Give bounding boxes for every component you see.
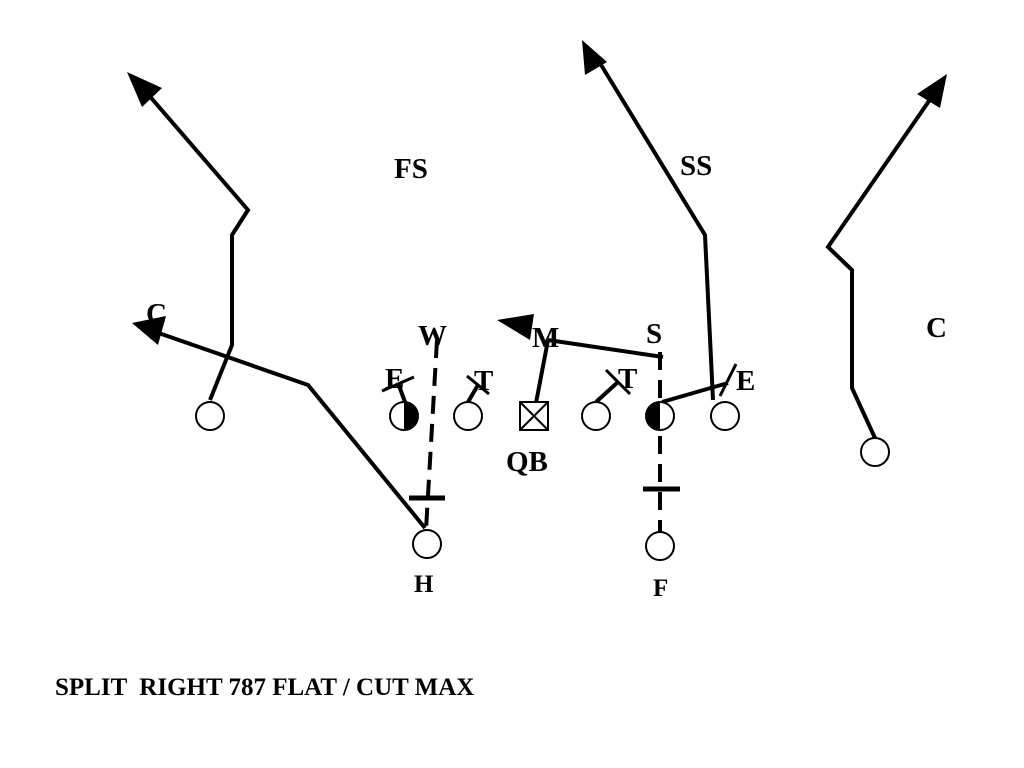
quarterback-throw-line <box>547 338 664 359</box>
right-guard-fill <box>646 402 660 430</box>
right-tackle-label: T <box>618 363 637 395</box>
fullback-player <box>645 531 675 561</box>
tight-end-block-bar <box>718 363 738 397</box>
slot-route-arrowhead <box>582 40 607 75</box>
right-tackle-player <box>581 401 611 431</box>
left-guard-fill <box>404 402 418 430</box>
slot-receiver-player <box>710 401 740 431</box>
left-wideout-post-route <box>138 83 251 401</box>
halfback-dashed-read <box>424 339 439 531</box>
left-tackle-label: T <box>474 365 493 397</box>
will-linebacker-label: W <box>418 320 447 352</box>
halfback-player <box>412 529 442 559</box>
right-wideout-player <box>860 437 890 467</box>
left-end-block <box>396 382 407 403</box>
right-end-label: E <box>736 365 755 397</box>
slot-seam-route <box>593 53 715 401</box>
fullback-label: F <box>653 575 668 602</box>
quarterback-label: QB <box>506 446 548 478</box>
sam-linebacker-label: S <box>646 318 662 350</box>
left-tackle-block-bar <box>466 374 490 396</box>
left-wideout-route-arrowhead <box>127 72 162 107</box>
tight-end-block <box>661 381 729 404</box>
play-name-caption: SPLIT RIGHT 787 FLAT / CUT MAX <box>55 674 474 701</box>
left-wideout-player <box>195 401 225 431</box>
right-tackle-block-bar <box>604 368 632 396</box>
left-tackle-player <box>453 401 483 431</box>
throw-arrowhead <box>497 314 534 340</box>
left-end-label: E <box>385 363 404 395</box>
right-wideout-route-arrowhead <box>917 74 947 108</box>
free-safety-label: FS <box>394 153 428 185</box>
halfback-label: H <box>414 571 434 598</box>
right-wideout-corner-route <box>825 86 940 439</box>
left-end-block-bar <box>381 375 415 393</box>
halfback-route-arrowhead <box>132 316 166 345</box>
strong-safety-label: SS <box>680 150 712 182</box>
halfback-flat-route <box>149 328 427 530</box>
right-tackle-block <box>594 380 620 404</box>
right-corner-label: C <box>926 312 947 344</box>
left-corner-label: C <box>146 298 167 330</box>
quarterback-x-b <box>519 401 549 431</box>
quarterback-read-line <box>534 339 550 404</box>
left-tackle-block <box>466 383 480 404</box>
mike-linebacker-label: M <box>532 322 559 354</box>
